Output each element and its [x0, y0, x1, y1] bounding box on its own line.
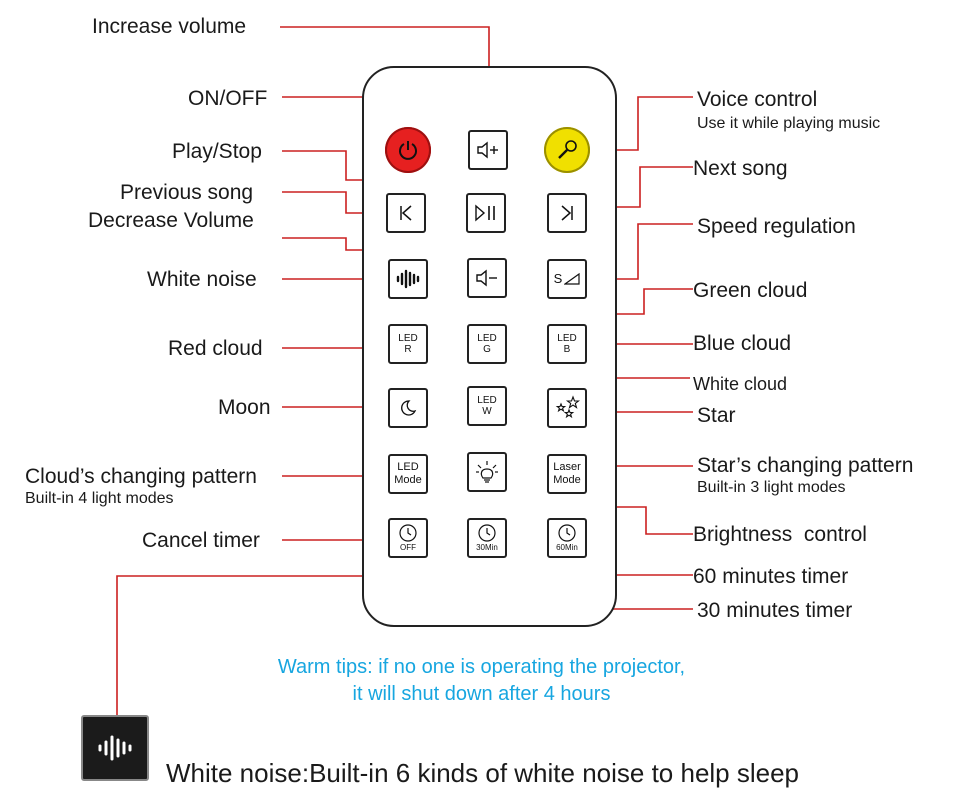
warm-tips-line2: it will shut down after 4 hours [352, 683, 611, 705]
label-previous-song: Previous song [120, 181, 254, 204]
label-play-stop: Play/Stop [172, 140, 262, 163]
min60-label: 60Min [556, 543, 578, 553]
led-g-line2: G [483, 344, 491, 355]
clock-icon [478, 524, 496, 543]
speed-regulation-button[interactable]: S [547, 259, 587, 299]
label-voice-control-sub: Use it while playing music [697, 115, 881, 132]
led-r-line1: LED [398, 332, 418, 344]
clock-icon [558, 524, 576, 543]
label-moon: Moon [218, 396, 271, 419]
label-voice-control: Voice control [697, 88, 818, 111]
microphone-icon [558, 140, 577, 159]
voice-control-button[interactable] [544, 127, 590, 173]
play-stop-button[interactable] [466, 193, 506, 233]
previous-icon [400, 205, 412, 221]
white-noise-callout-icon [81, 715, 149, 781]
moon-button[interactable] [388, 388, 428, 428]
previous-song-button[interactable] [386, 193, 426, 233]
speed-label: S [553, 270, 563, 286]
label-stars-pattern-sub: Built-in 3 light modes [697, 479, 846, 496]
label-decrease-volume: Decrease Volume [88, 209, 254, 232]
power-button[interactable] [385, 127, 431, 173]
cancel-timer-button[interactable]: OFF [388, 518, 428, 558]
stars-icon [555, 395, 580, 419]
sound-wave-icon [396, 269, 420, 289]
label-30-minutes-timer: 30 minutes timer [697, 599, 853, 622]
bulb-icon [476, 461, 498, 483]
led-r-line2: R [404, 344, 412, 355]
white-cloud-button[interactable]: LED W [467, 386, 507, 426]
white-noise-button[interactable] [388, 259, 428, 299]
brightness-button[interactable] [467, 452, 507, 492]
off-label: OFF [400, 543, 416, 553]
star-mode-button[interactable]: Laser Mode [547, 454, 587, 494]
min30-label: 30Min [476, 543, 498, 553]
label-speed-regulation: Speed regulation [697, 215, 856, 238]
cloud-mode-button[interactable]: LED Mode [388, 454, 428, 494]
next-song-button[interactable] [547, 193, 587, 233]
led-w-line2: W [482, 406, 492, 417]
power-icon [399, 141, 417, 160]
ramp-icon [564, 273, 580, 285]
led-b-line2: B [563, 344, 571, 355]
label-stars-pattern: Star’s changing pattern [697, 454, 914, 477]
timer-60-button[interactable]: 60Min [547, 518, 587, 558]
star-button[interactable] [547, 388, 587, 428]
volume-down-button[interactable] [467, 258, 507, 298]
label-white-noise: White noise [147, 268, 257, 291]
label-clouds-pattern-sub: Built-in 4 light modes [25, 490, 174, 507]
led-b-line1: LED [557, 332, 577, 344]
label-green-cloud: Green cloud [693, 279, 808, 302]
volume-up-button[interactable] [468, 130, 508, 170]
label-brightness-control: Brightness control [693, 523, 867, 546]
label-60-minutes-timer: 60 minutes timer [693, 565, 849, 588]
clock-icon [399, 524, 417, 543]
sound-wave-icon [98, 735, 132, 761]
label-increase-volume: Increase volume [92, 15, 247, 38]
volume-up-icon [477, 141, 498, 159]
label-cancel-timer: Cancel timer [142, 529, 260, 552]
label-on-off: ON/OFF [188, 87, 268, 110]
label-blue-cloud: Blue cloud [693, 332, 792, 355]
green-cloud-button[interactable]: LED G [467, 324, 507, 364]
laser-mode-line1: Laser [553, 461, 581, 474]
timer-30-button[interactable]: 30Min [467, 518, 507, 558]
led-g-line1: LED [477, 332, 497, 344]
led-w-line1: LED [477, 394, 497, 406]
volume-down-icon [476, 269, 497, 287]
label-white-cloud: White cloud [693, 374, 788, 394]
next-icon [561, 205, 573, 221]
red-cloud-button[interactable]: LED R [388, 324, 428, 364]
label-next-song: Next song [693, 157, 788, 180]
laser-mode-line2: Mode [553, 474, 581, 486]
led-mode-line1: LED [397, 461, 419, 474]
play-pause-icon [475, 204, 495, 222]
moon-icon [401, 400, 417, 416]
label-clouds-pattern: Cloud’s changing pattern [25, 465, 257, 488]
label-star: Star [697, 404, 736, 427]
warm-tips-line1: Warm tips: if no one is operating the pr… [277, 656, 686, 678]
white-noise-footer: White noise:Built-in 6 kinds of white no… [166, 758, 800, 788]
led-mode-line2: Mode [394, 474, 422, 486]
label-red-cloud: Red cloud [168, 337, 263, 360]
blue-cloud-button[interactable]: LED B [547, 324, 587, 364]
